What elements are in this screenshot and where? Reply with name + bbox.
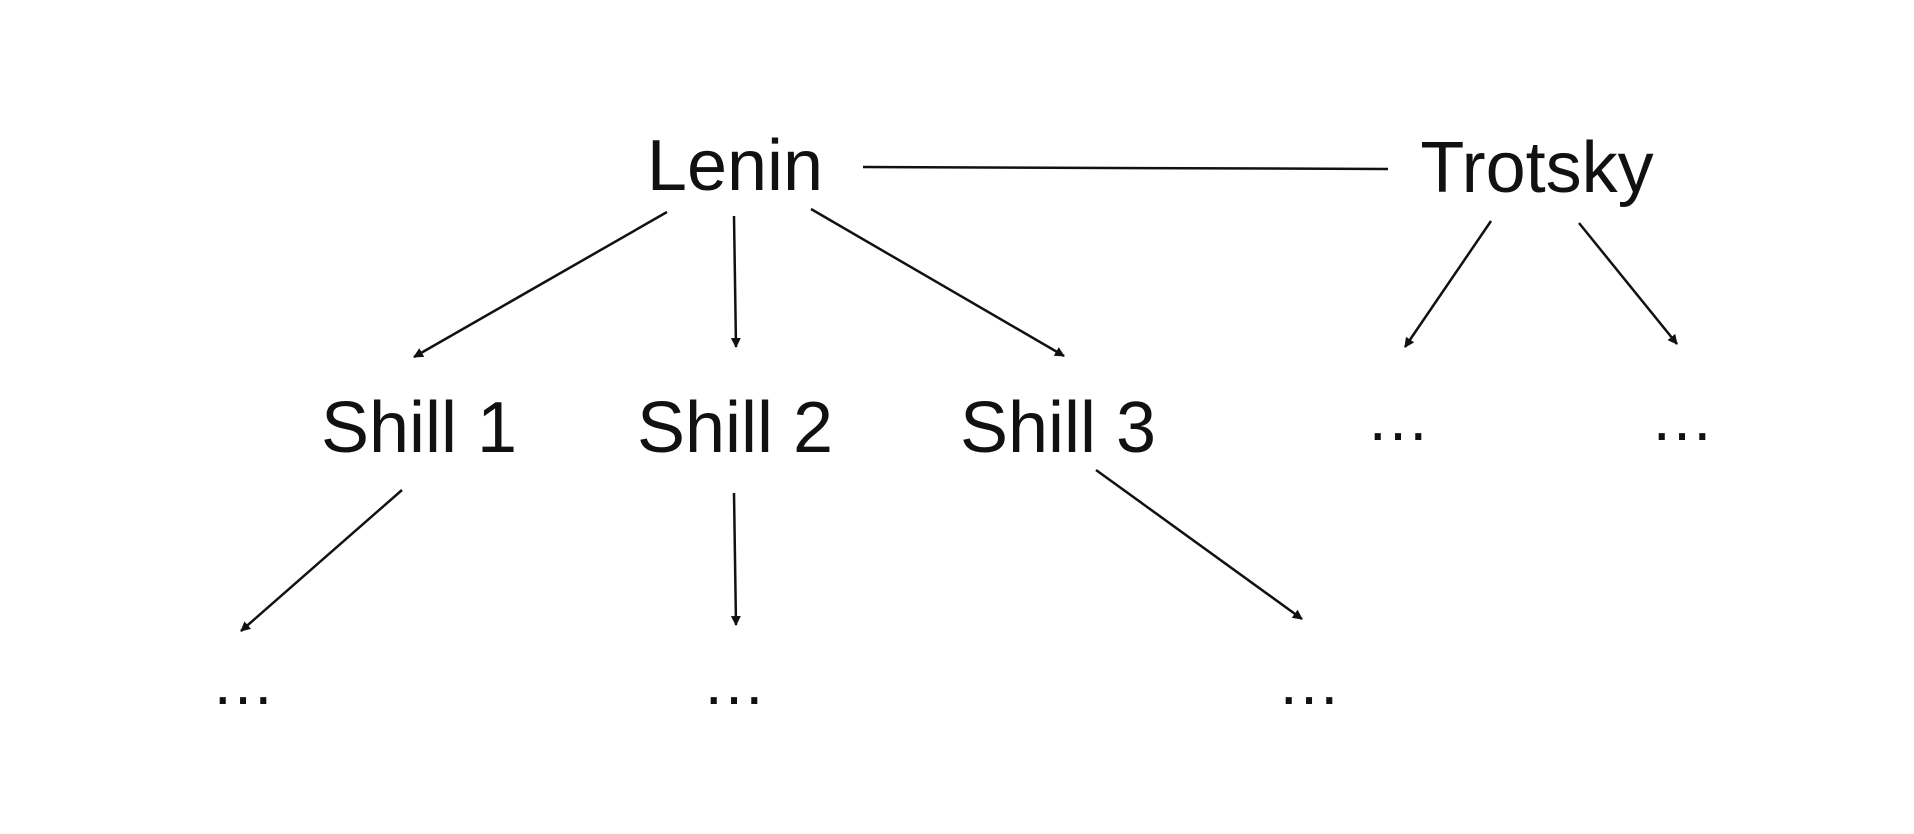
arrow-shill-2-to-child [730,492,741,626]
arrow-shill-1-to-child [240,489,403,632]
node-lenin: Lenin [646,126,824,206]
arrow-shill-3-to-child [1095,468,1303,621]
node-shill-1: Shill 1 [320,388,518,468]
node-trotsky-child-right: … [1650,382,1716,454]
arrow-trotsky-to-left-child [1403,220,1493,348]
arrow-lenin-to-shill-2 [730,215,741,348]
lenin-trotsky-link [862,165,1389,171]
node-shill-1-child: … [211,646,277,718]
arrow-lenin-to-shill-3 [810,207,1065,358]
node-trotsky-child-left: … [1366,382,1432,454]
node-trotsky: Trotsky [1420,128,1654,208]
node-shill-2: Shill 2 [636,388,834,468]
arrow-lenin-to-shill-1 [413,210,668,359]
node-shill-3: Shill 3 [959,388,1157,468]
arrow-trotsky-to-right-child [1578,222,1678,345]
node-shill-3-child: … [1277,646,1343,718]
node-shill-2-child: … [702,646,768,718]
